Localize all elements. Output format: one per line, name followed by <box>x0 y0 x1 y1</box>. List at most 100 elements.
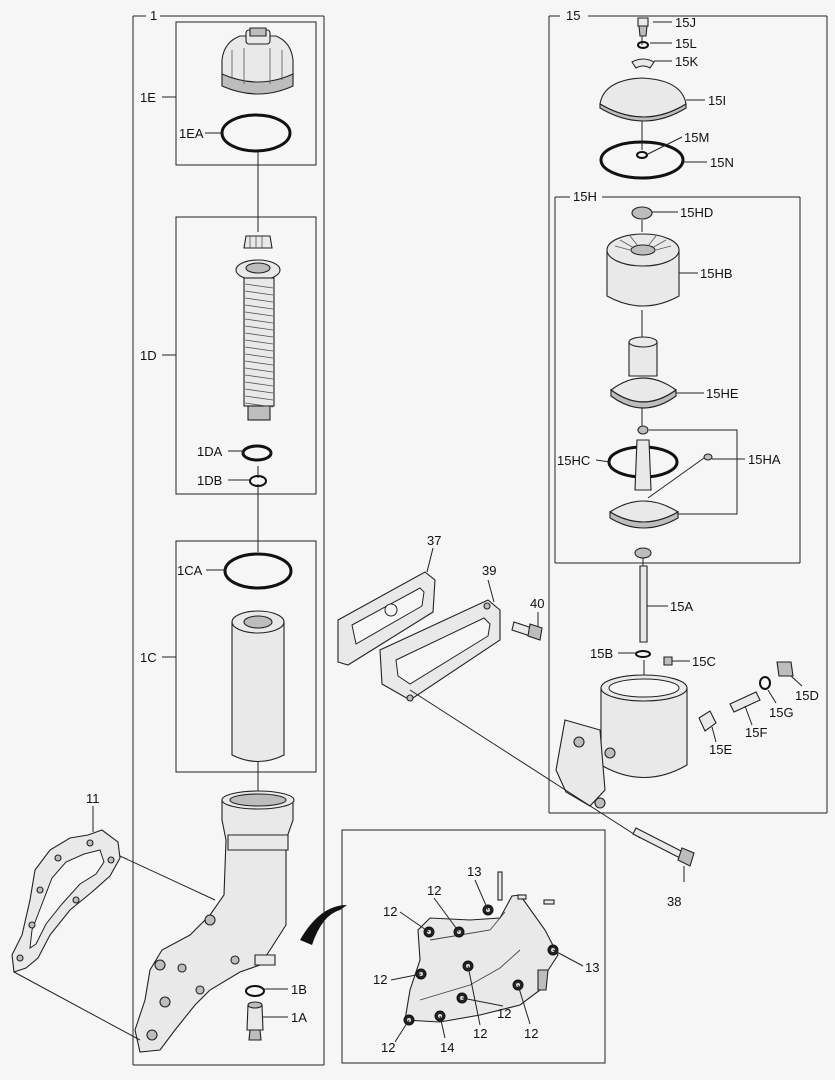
detail-label-12: 12 <box>473 1026 487 1041</box>
mesh-line <box>244 283 274 289</box>
label-15hd: 15HD <box>680 205 713 220</box>
filter-element-1d <box>235 235 281 421</box>
label-15b: 15B <box>590 646 613 661</box>
label-15i: 15I <box>708 93 726 108</box>
seal-ring-15n <box>599 140 685 180</box>
label-15j: 15J <box>675 15 696 30</box>
o-ring-15m <box>636 151 648 159</box>
label-1d: 1D <box>140 348 157 363</box>
filter-housing-body-1 <box>134 790 295 1053</box>
check-valve-1a-1b <box>245 985 265 1041</box>
mesh-line <box>244 332 274 338</box>
mesh-line <box>244 311 274 317</box>
label-15e: 15E <box>709 742 732 757</box>
label-15l: 15L <box>675 36 697 51</box>
mesh-line <box>244 395 274 401</box>
group-1e-frame <box>175 21 317 166</box>
mesh-line <box>244 325 274 331</box>
gasket-11 <box>11 829 121 973</box>
cover-15i <box>599 77 687 122</box>
cover-plate-39 <box>379 599 501 702</box>
filter-tube-1c <box>231 610 285 763</box>
label-15k: 15K <box>675 54 698 69</box>
label-15hb: 15HB <box>700 266 733 281</box>
label-1da: 1DA <box>197 444 223 459</box>
grommet-15hd <box>631 206 653 220</box>
callout-labels: 1 1E 1EA 1D 1DA 1DB 1CA 1C 1B 1A 11 15 1… <box>86 8 819 1055</box>
detail-arrow <box>300 905 347 945</box>
mesh-line <box>244 374 274 380</box>
label-15f: 15F <box>745 725 767 740</box>
filter-element-mesh <box>244 283 274 408</box>
label-15h: 15H <box>573 189 597 204</box>
leader-lines <box>92 21 803 1018</box>
o-ring-1db <box>249 475 267 487</box>
label-11: 11 <box>86 791 100 806</box>
mesh-line <box>244 297 274 303</box>
label-1a: 1A <box>291 1010 307 1025</box>
label-1db: 1DB <box>197 473 222 488</box>
group-15-frame <box>548 15 828 814</box>
label-15: 15 <box>566 8 580 23</box>
label-15g: 15G <box>769 705 794 720</box>
filter-cap-1e <box>221 27 294 95</box>
group-15h-frame <box>554 196 801 564</box>
mesh-line <box>244 353 274 359</box>
mesh-line <box>244 381 274 387</box>
label-37: 37 <box>427 533 441 548</box>
plug-15c <box>663 656 673 666</box>
mesh-line <box>244 318 274 324</box>
group-1-frame <box>132 15 325 1066</box>
mesh-line <box>244 346 274 352</box>
label-15c: 15C <box>692 654 716 669</box>
label-15m: 15M <box>684 130 709 145</box>
bushing-lower <box>634 547 652 559</box>
washer-15b <box>635 650 651 658</box>
detail-label-14: 14 <box>440 1040 454 1055</box>
mesh-line <box>244 304 274 310</box>
label-40: 40 <box>530 596 544 611</box>
detail-label-13: 13 <box>467 864 481 879</box>
label-1e: 1E <box>140 90 156 105</box>
detail-label-12: 12 <box>373 972 387 987</box>
label-1b: 1B <box>291 982 307 997</box>
gasket-lead-top <box>119 855 216 901</box>
detail-label-12: 12 <box>524 1026 538 1041</box>
label-1: 1 <box>150 8 157 23</box>
mesh-line <box>244 290 274 296</box>
centrifuge-housing <box>555 674 688 809</box>
detail-leader-lines <box>390 879 584 1043</box>
mesh-line <box>244 360 274 366</box>
filter-cartridge-15hb <box>606 233 680 307</box>
washer-15l <box>637 41 649 49</box>
mesh-line <box>244 339 274 345</box>
mesh-line <box>244 388 274 394</box>
spindle-15a <box>639 565 648 643</box>
clip-15k <box>631 58 655 69</box>
mesh-line <box>244 367 274 373</box>
detail-inset-frame <box>341 829 606 1064</box>
gasket-37 <box>337 571 436 666</box>
mesh-line <box>244 402 274 408</box>
detail-label-12: 12 <box>427 883 441 898</box>
pressure-valve-parts <box>698 661 794 732</box>
seal-ring-1ca <box>223 552 293 590</box>
label-15ha: 15HA <box>748 452 781 467</box>
label-15n: 15N <box>710 155 734 170</box>
label-15a: 15A <box>670 599 693 614</box>
label-1c: 1C <box>140 650 157 665</box>
detail-label-12: 12 <box>497 1006 511 1021</box>
centrifuge-rotor-15he <box>610 336 677 409</box>
bolt-38 <box>632 827 695 867</box>
detail-label-13: 13 <box>585 960 599 975</box>
label-15he: 15HE <box>706 386 739 401</box>
bleed-screw-15j <box>637 17 649 37</box>
label-1ca: 1CA <box>177 563 203 578</box>
label-39: 39 <box>482 563 496 578</box>
rotor-base-15hc <box>607 425 680 529</box>
gasket-lead-bottom <box>13 971 141 1041</box>
o-ring-1da <box>241 444 273 462</box>
detail-label-12: 12 <box>381 1040 395 1055</box>
seal-ring-1ea <box>220 113 292 153</box>
